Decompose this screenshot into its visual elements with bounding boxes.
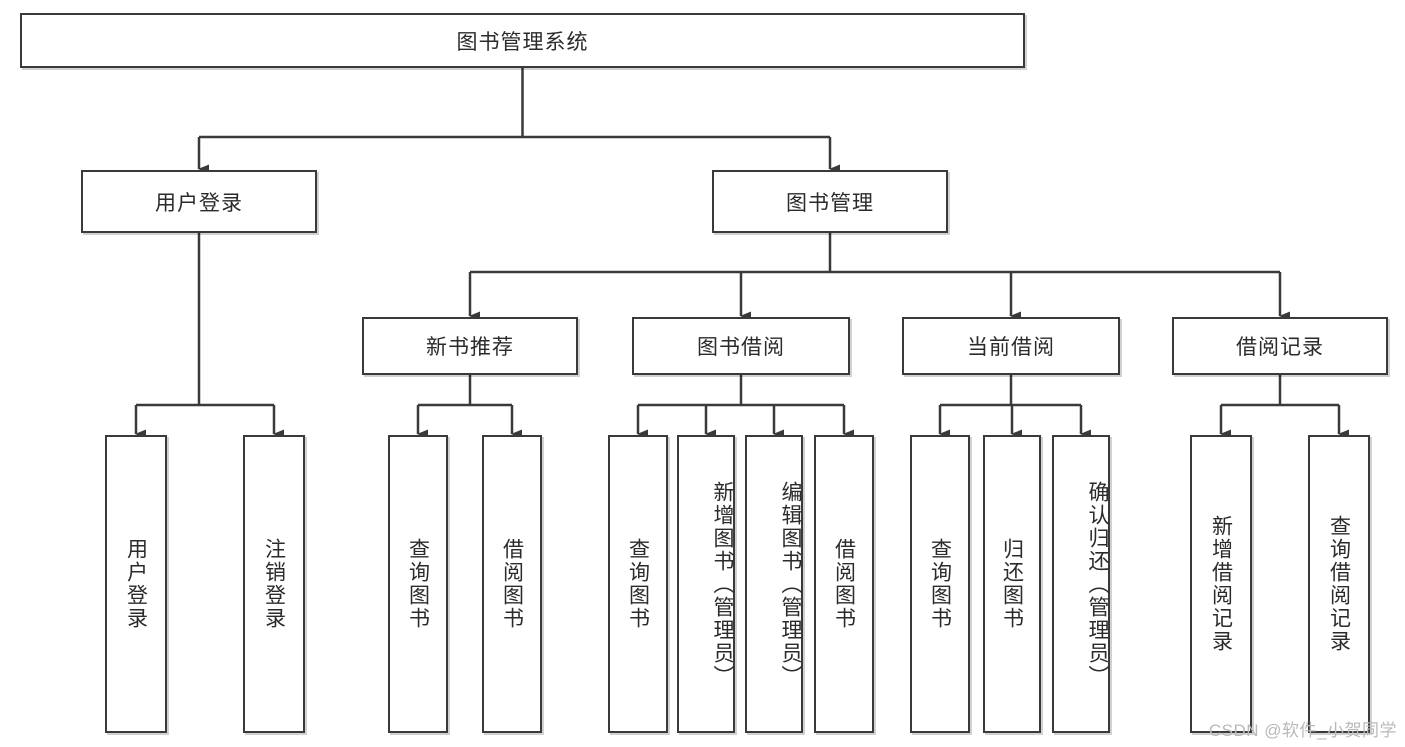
node-label-leaf-bl-add: 新增借阅记录 <box>1209 515 1233 653</box>
node-leaf-bb-add[interactable]: 新增图书（管理员） <box>677 435 735 733</box>
node-new-book-rec[interactable]: 新书推荐 <box>362 317 578 375</box>
node-label-leaf-login: 用户登录 <box>124 538 148 630</box>
node-label-leaf-cb-c: 确认归还（管理员） <box>1086 480 1109 688</box>
node-label-leaf-cb-r: 归还图书 <box>1000 538 1024 630</box>
node-book-manage[interactable]: 图书管理 <box>712 170 948 233</box>
node-leaf-rec-q[interactable]: 查询图书 <box>388 435 448 733</box>
node-leaf-logout[interactable]: 注销登录 <box>243 435 305 733</box>
node-borrow-log[interactable]: 借阅记录 <box>1172 317 1388 375</box>
node-leaf-bl-add[interactable]: 新增借阅记录 <box>1190 435 1252 733</box>
node-leaf-cb-c[interactable]: 确认归还（管理员） <box>1052 435 1110 733</box>
node-leaf-cb-q[interactable]: 查询图书 <box>910 435 970 733</box>
node-leaf-bb-ed[interactable]: 编辑图书（管理员） <box>745 435 803 733</box>
node-label-borrow-log: 借阅记录 <box>1236 336 1324 359</box>
node-label-root: 图书管理系统 <box>456 30 589 54</box>
node-leaf-bb-q[interactable]: 查询图书 <box>608 435 668 733</box>
node-leaf-rec-b[interactable]: 借阅图书 <box>482 435 542 733</box>
node-book-borrow[interactable]: 图书借阅 <box>632 317 850 375</box>
connector-lines <box>134 68 1349 439</box>
node-label-leaf-bb-add: 新增图书（管理员） <box>711 480 734 688</box>
csdn-watermark: CSDN @软件_小贺同学 <box>1208 721 1397 740</box>
node-label-cur-borrow: 当前借阅 <box>967 336 1055 359</box>
node-leaf-login[interactable]: 用户登录 <box>105 435 167 733</box>
node-label-book-manage: 图书管理 <box>786 191 874 215</box>
node-label-book-borrow: 图书借阅 <box>697 336 785 359</box>
node-label-leaf-rec-b: 借阅图书 <box>500 538 524 630</box>
node-leaf-bl-q[interactable]: 查询借阅记录 <box>1308 435 1370 733</box>
node-label-new-book-rec: 新书推荐 <box>426 336 514 359</box>
node-label-leaf-bb-ed: 编辑图书（管理员） <box>779 480 802 688</box>
node-label-leaf-bb-q: 查询图书 <box>626 538 650 630</box>
node-label-leaf-rec-q: 查询图书 <box>406 538 430 630</box>
node-label-leaf-cb-q: 查询图书 <box>928 538 952 630</box>
node-leaf-bb-bo[interactable]: 借阅图书 <box>814 435 874 733</box>
node-user-login[interactable]: 用户登录 <box>81 170 317 233</box>
node-label-user-login: 用户登录 <box>155 191 243 215</box>
node-cur-borrow[interactable]: 当前借阅 <box>902 317 1120 375</box>
node-label-leaf-bb-bo: 借阅图书 <box>832 538 856 630</box>
node-label-leaf-bl-q: 查询借阅记录 <box>1327 515 1351 653</box>
node-root[interactable]: 图书管理系统 <box>20 13 1025 68</box>
node-leaf-cb-r[interactable]: 归还图书 <box>983 435 1041 733</box>
node-label-leaf-logout: 注销登录 <box>262 538 286 630</box>
